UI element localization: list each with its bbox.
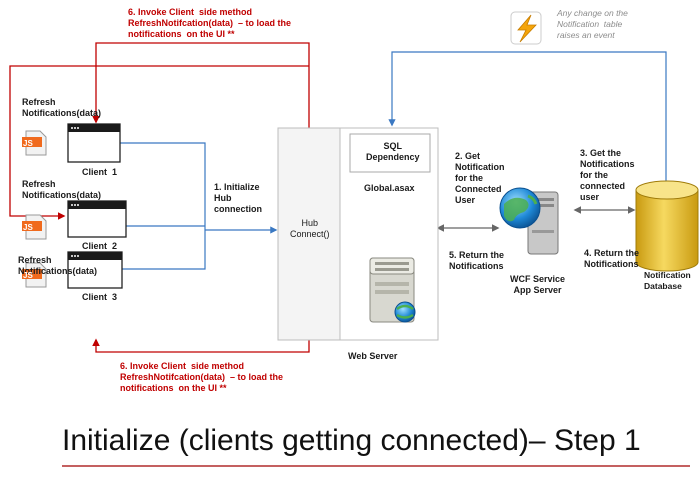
wcf-server-icon (499, 187, 559, 255)
client1-name: Client 1 (82, 167, 118, 177)
client2-refresh-label: Refresh Notifications(data) (22, 179, 102, 200)
wcf-label: WCF Service App Server (510, 274, 566, 295)
js-file-icon-2 (22, 214, 47, 240)
database-icon (635, 180, 699, 272)
line-client3 (122, 230, 206, 270)
red-callback-bottom (92, 338, 310, 353)
server-icon (369, 257, 416, 323)
red-arrow-to-client1 (92, 42, 310, 128)
web-server-label: Web Server (348, 351, 398, 361)
hub-connect-label: Hub Connect() (290, 218, 330, 239)
client2-js-badge: JS (23, 223, 33, 232)
js-file-icon-3 (22, 262, 47, 288)
global-asax-label: Global.asax (364, 183, 415, 193)
js-file-icon-1 (22, 130, 47, 156)
client-window-3 (67, 251, 123, 289)
event-note: Any change on the Notification table rai… (557, 8, 628, 40)
lightning-bolt-icon (510, 11, 542, 45)
step1-label: 1. Initialize Hub connection (214, 182, 263, 214)
sql-dependency-label: SQL Dependency (366, 141, 420, 162)
line-client1 (120, 142, 206, 230)
client3-js-badge: JS (23, 271, 33, 280)
client-window-1 (67, 123, 121, 163)
client-window-2 (67, 200, 127, 238)
client3-name: Client 3 (82, 292, 118, 302)
step5-label: 5. Return the Notifications (449, 250, 505, 271)
step4-label: 4. Return the Notifications (584, 248, 640, 269)
hub-connection-lines (120, 142, 278, 270)
client3-refresh-label: Refresh Notifications(data) (18, 255, 98, 276)
client1-refresh-label: Refresh Notifications(data) (22, 97, 102, 118)
event-loop (388, 51, 667, 182)
bottom-red-note: 6. Invoke Client side method RefreshNoti… (120, 361, 284, 393)
top-red-note: 6. Invoke Client side method RefreshNoti… (128, 7, 292, 39)
client1-js-badge: JS (23, 139, 33, 148)
step3-label: 3. Get the Notifications for the connect… (580, 148, 635, 202)
sql-dependency-box (349, 133, 431, 173)
step2-label: 2. Get Notification for the Connected Us… (455, 151, 505, 205)
red-arrow-to-client3 (92, 338, 310, 353)
database-label: Notification Database (644, 270, 691, 291)
client2-name: Client 2 (82, 241, 118, 251)
slide-title: Initialize (clients getting connected)– … (62, 424, 641, 457)
event-arrow (388, 51, 667, 182)
